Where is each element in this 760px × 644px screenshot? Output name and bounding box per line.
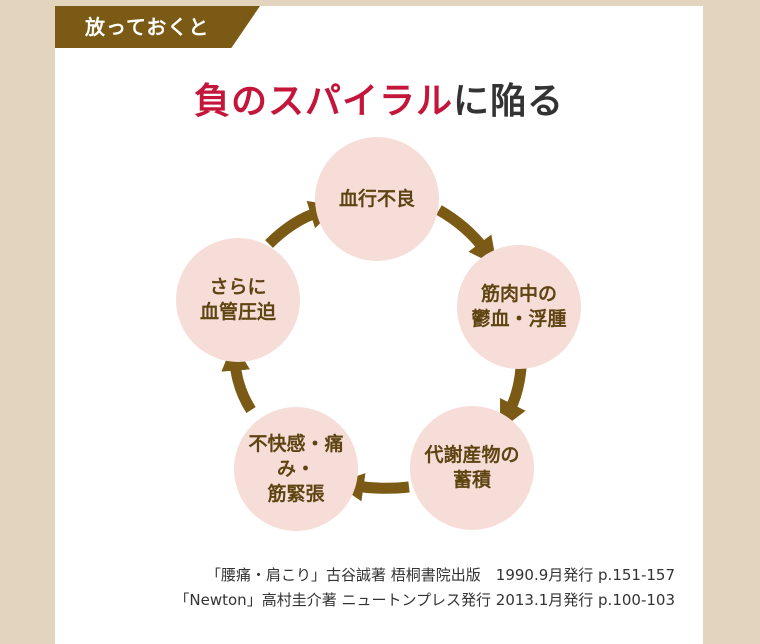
reference-line: 「Newton」高村圭介著 ニュートンプレス発行 2013.1月発行 p.100…: [174, 591, 675, 609]
page-title: 負のスパイラルに陥る: [55, 72, 703, 124]
arrow-5-to-1: [265, 200, 339, 248]
cycle-node-label: 筋肉中の 鬱血・浮腫: [471, 283, 567, 330]
cycle-node-5: さらに 血管圧迫: [176, 238, 300, 362]
cycle-node-2: 筋肉中の 鬱血・浮腫: [457, 245, 581, 369]
content-panel: 放っておくと 負のスパイラルに陥る 血行不良 筋肉中の 鬱血・浮腫 代謝産物の …: [55, 6, 703, 644]
section-tag: 放っておくと: [55, 6, 260, 48]
cycle-node-label: 代謝産物の 蓄積: [424, 444, 520, 491]
arrow-2-to-3: [500, 367, 527, 430]
references: 「腰痛・肩こり」古谷誠著 梧桐書院出版 1990.9月発行 p.151-157 …: [174, 563, 675, 613]
arrow-1-to-2: [436, 205, 498, 267]
cycle-node-1: 血行不良: [315, 137, 439, 261]
cycle-node-label: 不快感・痛み・ 筋緊張: [248, 432, 344, 505]
cycle-diagram: [221, 200, 527, 502]
arrow-4-to-5: [221, 342, 256, 413]
cycle-node-label: 血行不良: [338, 187, 415, 210]
cycle-node-label: さらに 血管圧迫: [199, 276, 276, 323]
title-rest: に陥る: [453, 81, 565, 122]
title-highlight: 負のスパイラル: [193, 81, 453, 122]
cycle-node-4: 不快感・痛み・ 筋緊張: [234, 407, 358, 531]
reference-line: 「腰痛・肩こり」古谷誠著 梧桐書院出版 1990.9月発行 p.151-157: [206, 566, 675, 584]
arrow-3-to-4: [335, 473, 410, 502]
cycle-node-3: 代謝産物の 蓄積: [410, 406, 534, 530]
